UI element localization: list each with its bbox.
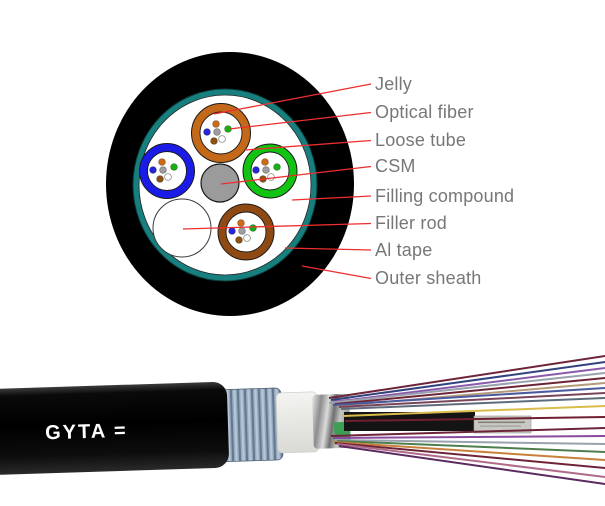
fiber-dot (159, 166, 167, 174)
fiber-strand (334, 439, 605, 445)
fiber-dot (249, 224, 257, 232)
central-strength-rod (344, 412, 475, 431)
leader-line-outer-sheath (301, 265, 372, 280)
cable-body: GYTA = (0, 382, 351, 475)
leader-line-al-tape (284, 247, 372, 251)
fiber-strand (342, 405, 605, 417)
loose-tubes-layer (139, 103, 298, 261)
fiber-dot (149, 166, 157, 174)
fiber-dot (218, 135, 226, 143)
loose-tube-brown (217, 203, 275, 261)
fiber-strand (344, 416, 605, 422)
label-filling-compound: Filling compound (375, 186, 515, 206)
loose-tube-orange-interior (199, 111, 243, 155)
label-filler-rod: Filler rod (375, 213, 448, 233)
fiber-dot (262, 166, 270, 174)
label-csm: CSM (375, 156, 416, 176)
fiber-dot (170, 163, 178, 171)
fiber-dot (252, 166, 260, 174)
loose-tube-green (242, 143, 298, 199)
fiber-dot (156, 175, 164, 183)
loose-tube-orange (191, 103, 251, 163)
fiber-strand (332, 387, 605, 406)
fiber-dot (243, 234, 251, 242)
label-jelly: Jelly (375, 74, 413, 94)
tube-id-label-bg (473, 415, 532, 434)
fiber-dot (164, 173, 172, 181)
fiber-dot (228, 227, 236, 235)
label-outer-sheath: Outer sheath (375, 268, 482, 288)
fiber-strand (330, 427, 605, 437)
fiber-strand (328, 355, 605, 399)
fiber-dot (158, 158, 166, 166)
tube-id-label-textline (478, 421, 525, 424)
label-al-tape: Al tape (375, 240, 433, 260)
leader-line-optical-fiber (228, 111, 372, 130)
loose-tube-blue (139, 143, 195, 199)
fiber-dot (203, 128, 211, 136)
fiber-dot (273, 163, 281, 171)
fiber-dot (235, 236, 243, 244)
tube-id-label-textline (480, 425, 521, 427)
fiber-strand (332, 435, 605, 439)
fiber-strand (334, 377, 605, 405)
fiber-dot (213, 128, 221, 136)
fiber-strand (332, 441, 605, 461)
leader-line-loose-tube (244, 139, 372, 151)
fiber-dot (212, 120, 220, 128)
fiber-dot (210, 137, 218, 145)
label-loose-tube: Loose tube (375, 130, 467, 150)
fiber-strand (334, 442, 605, 469)
fiber-dot (267, 173, 275, 181)
cross-section-diagram (106, 52, 372, 316)
fiber-dot (238, 227, 246, 235)
fiber-strand (338, 445, 605, 485)
fiber-strand (340, 397, 605, 410)
fiber-strand (336, 440, 605, 453)
fiber-strand (332, 367, 605, 403)
csm-strength-member (200, 163, 240, 203)
leader-line-filling-compound (291, 195, 372, 201)
leader-lines (182, 83, 372, 280)
fiber-strand (336, 443, 605, 478)
outer-sheath-jacket (0, 382, 229, 475)
leader-line-filler-rod (182, 222, 372, 230)
leader-line-jelly (213, 83, 372, 115)
fiber-strands-layer (328, 355, 605, 485)
fiber-dot (237, 219, 245, 227)
leader-line-csm (220, 165, 372, 185)
fiber-strand (338, 392, 605, 408)
label-optical-fiber: Optical fiber (375, 102, 474, 122)
sheath-print-text: GYTA = (45, 420, 128, 445)
tube-id-label (473, 415, 532, 434)
loose-tube-brown-interior (225, 211, 267, 253)
fiber-dot (261, 158, 269, 166)
fiber-strand (330, 361, 605, 401)
cable-photo: GYTA = (0, 355, 605, 485)
fiber-strand (328, 372, 605, 404)
